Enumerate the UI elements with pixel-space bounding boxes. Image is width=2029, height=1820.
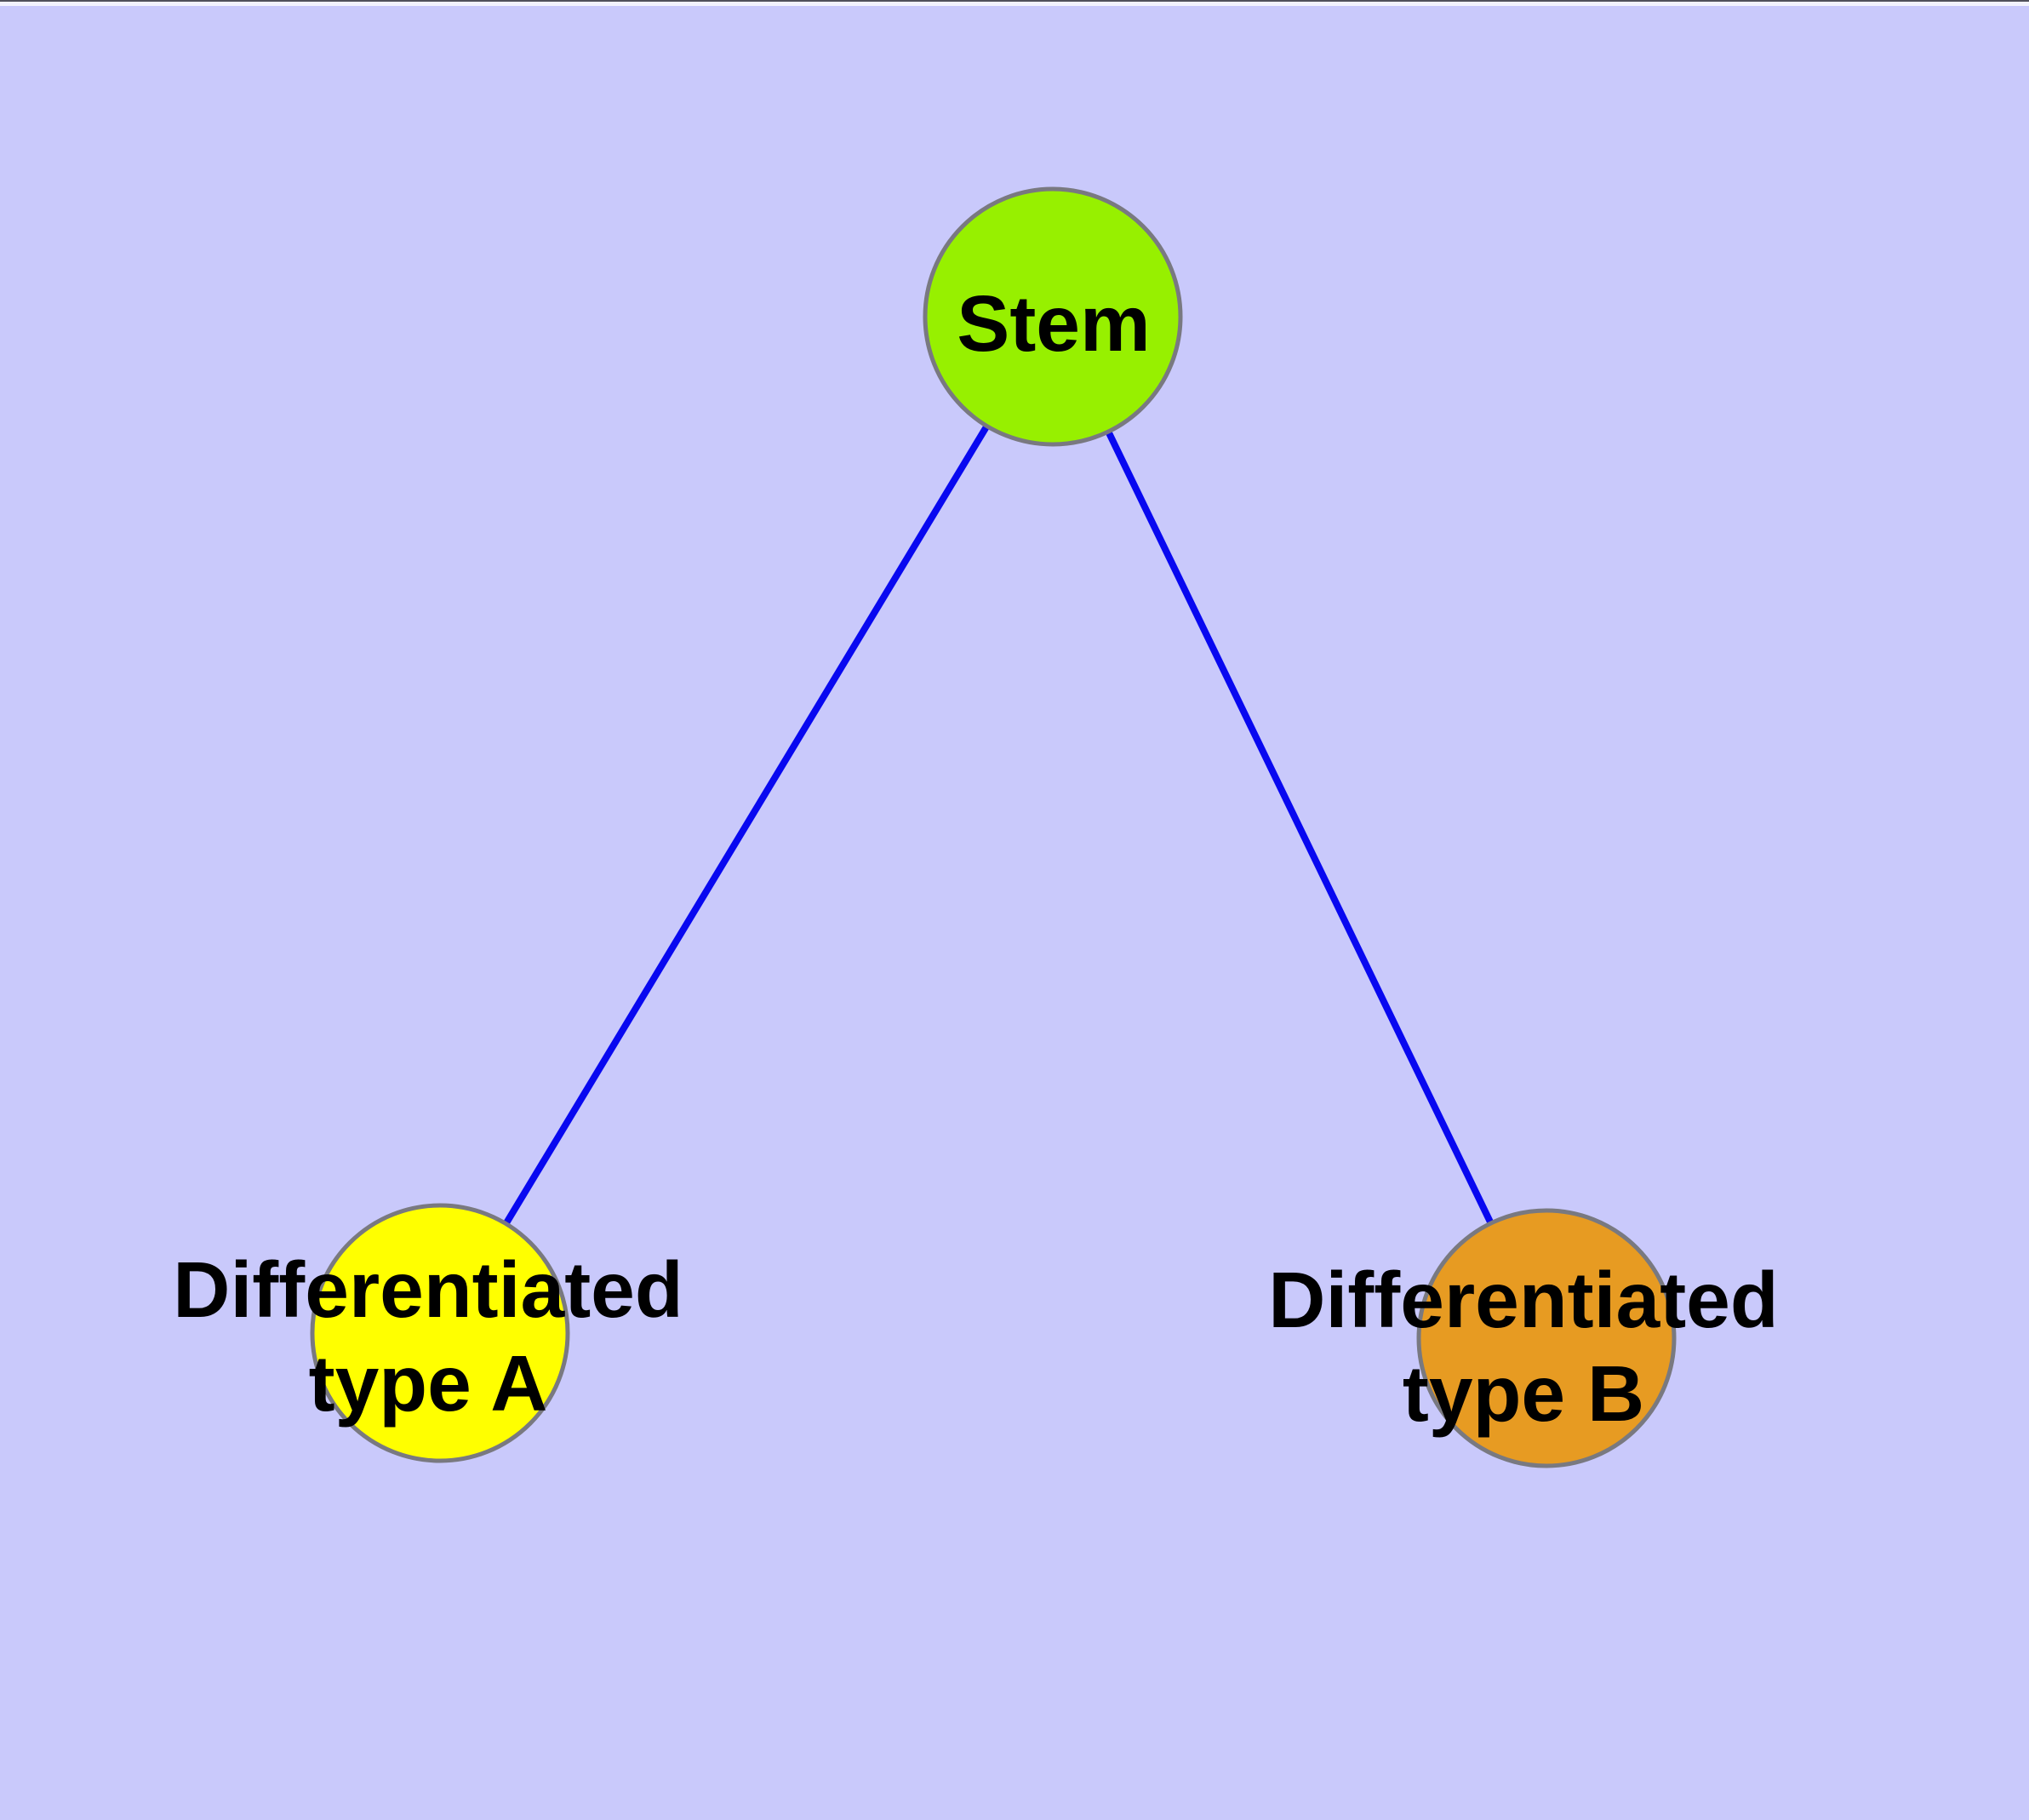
window-top-edge bbox=[0, 0, 2029, 6]
node-differentiated-type-b bbox=[1416, 1208, 1677, 1468]
node-differentiated-type-a-label: Differentiated type A bbox=[173, 1243, 683, 1430]
edge-stem-to-type-b bbox=[1049, 315, 1550, 1340]
node-stem-label-line: Stem bbox=[957, 279, 1151, 368]
node-stem bbox=[923, 186, 1183, 447]
node-type-b-label-line2: type B bbox=[1402, 1349, 1645, 1438]
node-type-b-label-line1: Differentiated bbox=[1268, 1256, 1779, 1344]
node-differentiated-type-a bbox=[310, 1203, 570, 1463]
node-type-a-label-line1: Differentiated bbox=[173, 1245, 683, 1334]
node-type-a-label-line2: type A bbox=[308, 1339, 548, 1428]
edge-stem-to-type-a bbox=[437, 314, 1056, 1336]
node-stem-label: Stem bbox=[957, 277, 1150, 370]
node-differentiated-type-b-label: Differentiated type B bbox=[1268, 1253, 1778, 1440]
